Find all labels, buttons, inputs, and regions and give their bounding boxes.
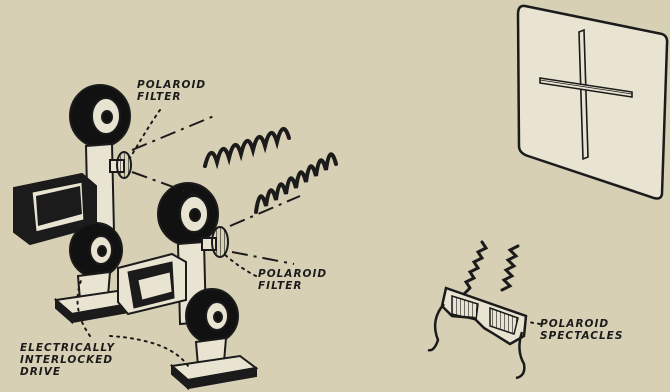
- light-waves: [205, 129, 518, 294]
- label-line: FILTER: [258, 280, 327, 292]
- label-line: INTERLOCKED: [20, 354, 115, 366]
- label-polaroid-filter-mid: POLAROID FILTER: [258, 268, 327, 292]
- label-line: ELECTRICALLY: [20, 342, 115, 354]
- wave-4: [502, 246, 518, 290]
- label-polaroid-filter-top: POLAROID FILTER: [137, 79, 206, 103]
- label-line: POLAROID: [540, 318, 623, 330]
- projection-screen: [518, 6, 667, 199]
- label-line: SPECTACLES: [540, 330, 623, 342]
- label-line: POLAROID: [137, 79, 206, 91]
- lower-projector: [118, 183, 256, 388]
- label-line: FILTER: [137, 91, 206, 103]
- label-line: DRIVE: [20, 366, 115, 378]
- wave-3: [464, 242, 486, 294]
- label-polaroid-spectacles: POLAROID SPECTACLES: [540, 318, 623, 342]
- wave-2: [256, 154, 336, 212]
- leader-lines: [78, 110, 541, 366]
- wave-1: [205, 129, 289, 166]
- polaroid-spectacles: [428, 288, 526, 378]
- label-line: POLAROID: [258, 268, 327, 280]
- label-interlocked-drive: ELECTRICALLY INTERLOCKED DRIVE: [20, 342, 115, 378]
